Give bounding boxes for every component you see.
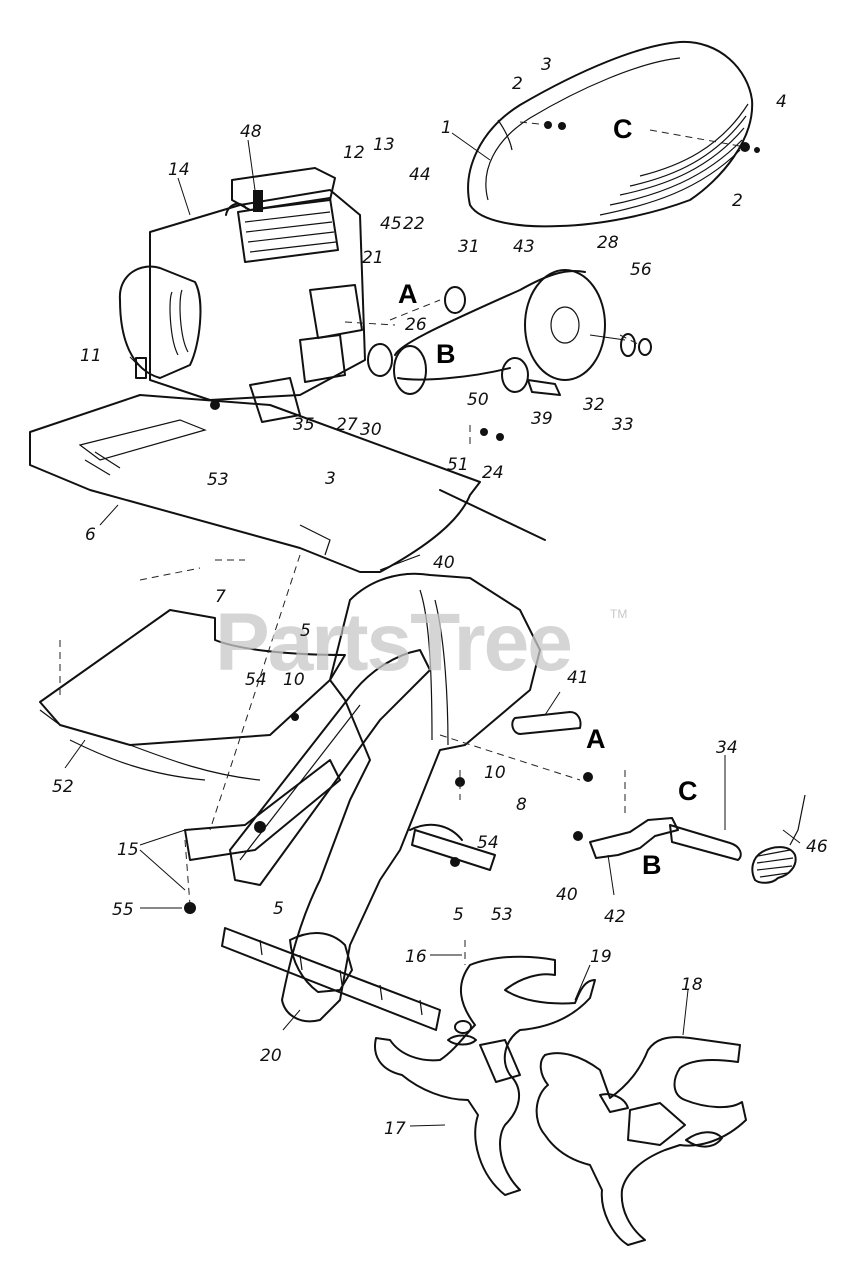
- callout-C-bottom: C: [678, 776, 698, 806]
- part-label-3: 3: [541, 55, 552, 75]
- part-label-43: 43: [513, 237, 535, 257]
- part-label-12: 12: [343, 143, 365, 163]
- part-label-4: 4: [776, 92, 787, 112]
- tine-axle: [221, 927, 441, 1031]
- part-label-13: 13: [373, 135, 395, 155]
- part-label-55: 55: [112, 900, 134, 920]
- idler-rod: [669, 824, 742, 861]
- part-label-22: 22: [403, 214, 425, 234]
- part-label-6: 6: [85, 525, 96, 545]
- part-label-5: 5: [453, 905, 464, 925]
- part-label-48: 48: [240, 122, 262, 142]
- part-label-14: 14: [168, 160, 190, 180]
- callout-B-bottom: B: [642, 850, 662, 880]
- part-label-20: 20: [260, 1046, 282, 1066]
- part-label-32: 32: [583, 395, 605, 415]
- part-label-17: 17: [384, 1119, 406, 1139]
- watermark-text: PartsTree: [215, 597, 571, 688]
- part-label-28: 28: [597, 233, 619, 253]
- part-label-27: 27: [336, 415, 358, 435]
- part-label-51: 51: [447, 455, 469, 475]
- part-label-10: 10: [283, 670, 305, 690]
- part-label-34: 34: [716, 738, 738, 758]
- part-label-46: 46: [806, 837, 828, 857]
- watermark-trademark: TM: [610, 607, 627, 621]
- shaft-41: [511, 711, 582, 735]
- part-label-10: 10: [484, 763, 506, 783]
- part-label-7: 7: [215, 587, 226, 607]
- belt-drive: [367, 269, 652, 396]
- part-label-18: 18: [681, 975, 703, 995]
- idler-bracket: [589, 817, 679, 859]
- tine-assembly-inner: [535, 1036, 747, 1246]
- part-label-40: 40: [556, 885, 578, 905]
- part-label-52: 52: [52, 777, 74, 797]
- part-number-labels: 1 2 3 4 2 48 14 12 13 44 45 22 31 43 28 …: [52, 55, 828, 1139]
- belt-guard-cover: [467, 40, 754, 228]
- part-label-56: 56: [630, 260, 652, 280]
- part-label-31: 31: [458, 237, 480, 257]
- part-label-26: 26: [405, 315, 427, 335]
- part-label-45: 45: [380, 214, 402, 234]
- part-label-30: 30: [360, 420, 382, 440]
- callout-A-top: A: [398, 279, 418, 309]
- engine-mounting-plate: [29, 394, 546, 573]
- part-label-21: 21: [362, 248, 384, 268]
- part-label-50: 50: [467, 390, 489, 410]
- part-label-33: 33: [612, 415, 634, 435]
- part-label-15: 15: [117, 840, 139, 860]
- tine-shield-housing: [184, 572, 541, 1023]
- part-label-53: 53: [491, 905, 513, 925]
- part-label-42: 42: [604, 907, 626, 927]
- callout-letters: C A B A C B: [398, 114, 698, 880]
- watermark: PartsTree TM: [215, 597, 627, 688]
- part-label-2: 2: [512, 74, 523, 94]
- engine: [118, 167, 366, 423]
- tine-assembly-outer: [374, 955, 596, 1196]
- part-label-2: 2: [732, 191, 743, 211]
- part-label-8: 8: [516, 795, 527, 815]
- tension-spring: [751, 794, 806, 884]
- part-label-19: 19: [590, 947, 612, 967]
- part-label-39: 39: [531, 409, 553, 429]
- part-label-5: 5: [273, 899, 284, 919]
- part-label-16: 16: [405, 947, 427, 967]
- part-label-54: 54: [245, 670, 267, 690]
- part-label-3: 3: [325, 469, 336, 489]
- part-label-54: 54: [477, 833, 499, 853]
- part-label-40: 40: [433, 553, 455, 573]
- callout-A-bottom: A: [586, 724, 606, 754]
- drag-shield: [39, 567, 346, 781]
- part-label-53: 53: [207, 470, 229, 490]
- part-label-1: 1: [441, 118, 452, 138]
- part-label-41: 41: [567, 668, 589, 688]
- part-label-44: 44: [409, 165, 431, 185]
- part-label-11: 11: [80, 346, 102, 366]
- callout-B-top: B: [436, 339, 456, 369]
- hardware: [135, 121, 760, 1046]
- part-label-24: 24: [482, 463, 504, 483]
- part-label-5: 5: [300, 621, 311, 641]
- leader-lines: [64, 132, 801, 1127]
- callout-C-top: C: [613, 114, 633, 144]
- assembly-guides: [184, 121, 746, 965]
- part-label-35: 35: [293, 415, 315, 435]
